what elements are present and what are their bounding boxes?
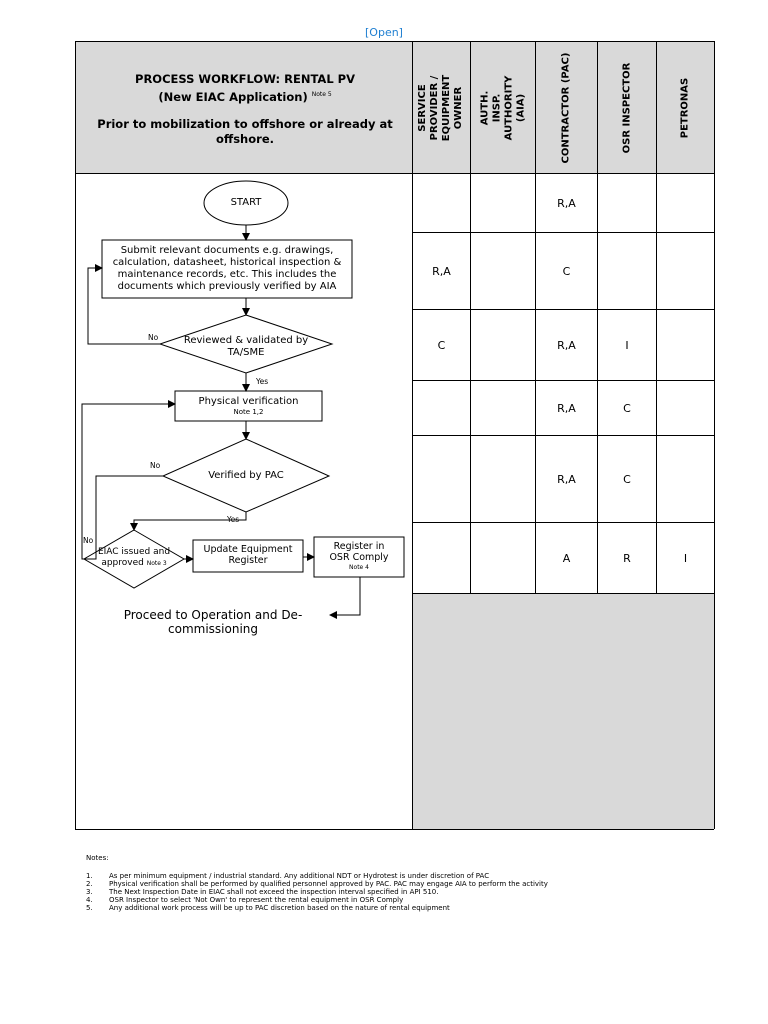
verified-decision-text: Verified by PAC [208,470,284,481]
update-register-text: Update Equipment Register [203,544,293,566]
physical-verification-text: Physical verification Note 1,2 [175,396,322,417]
row-divider [412,380,714,381]
raci-cell: R,A [432,264,451,278]
row-divider [412,593,714,594]
table-border-left [75,41,76,829]
title-line-1: PROCESS WORKFLOW: RENTAL PV [135,72,355,86]
register-osr-note: Note 4 [349,564,369,571]
header-divider [75,173,714,174]
classification-label: [Open] [365,26,403,39]
table-border-bottom [75,829,714,830]
raci-cell: R [623,551,631,565]
row-divider [412,435,714,436]
raci-cell: I [625,338,629,352]
process-subtitle: Prior to mobilization to offshore or alr… [97,116,393,146]
notes-title: Notes: [86,854,109,862]
note-item: 3.The Next Inspection Date in EIAC shall… [86,888,439,896]
raci-cell: A [562,551,571,565]
raci-cell: C [562,264,571,278]
column-divider [597,41,598,593]
table-border-right [714,41,715,829]
register-osr-text: Register in OSR Comply Note 4 [314,541,404,572]
raci-cell: I [683,551,688,565]
header-background [76,42,714,173]
label-no-eiac: No [83,536,94,545]
connector-reviewed-no-loop [87,264,160,345]
reviewed-decision-text: Reviewed & validated by TA/SME [183,335,309,358]
proceed-text: Proceed to Operation and De-commissionin… [123,608,303,636]
note-item: 4.OSR Inspector to select 'Not Own' to r… [86,896,404,904]
label-yes-reviewed: Yes [256,377,269,386]
submit-documents-text: Submit relevant documents e.g. drawings,… [112,245,342,292]
start-label: START [230,197,262,208]
column-divider [470,41,471,593]
title-note: Note 5 [311,91,332,98]
raci-cell: R,A [557,401,576,415]
table-border-top [75,41,714,42]
connector-verified-no-loop [84,475,163,560]
row-divider [412,232,714,233]
raci-cell: R,A [557,472,576,486]
note-item: 5.Any additional work process will be up… [86,904,450,912]
raci-cell: R,A [557,196,576,210]
connector-eiac-no-loop [81,400,176,560]
eiac-decision [83,529,185,589]
update-register-box [192,539,304,573]
submit-documents-box [101,239,353,299]
notes-section: Notes: 1.As per minimum equipment / indu… [86,854,548,912]
row-divider [412,522,714,523]
note-item: 2.Physical verification shall be perform… [86,880,548,888]
raci-cell: C [623,472,631,486]
label-yes-verified: Yes [227,515,240,524]
label-no-verified: No [150,461,161,470]
connector-verified-yes [130,512,247,531]
note-item: 1.As per minimum equipment / industrial … [86,872,490,880]
eiac-decision-text: EIAC issued and approved Note 3 [97,547,171,568]
column-divider [656,41,657,593]
eiac-note: Note 3 [146,560,167,567]
row-divider [412,309,714,310]
raci-cell: C [437,338,446,352]
title-line-2: (New EIAC Application) Note 5 [158,89,332,104]
unused-area-fill [413,593,714,829]
label-no-reviewed: No [148,333,159,342]
raci-cell: C [623,401,631,415]
raci-cell: R,A [557,338,576,352]
column-divider [535,41,536,593]
connector-register-proceed [329,577,361,619]
process-title: PROCESS WORKFLOW: RENTAL PV (New EIAC Ap… [78,72,412,147]
physical-verification-note: Note 1,2 [233,408,264,416]
